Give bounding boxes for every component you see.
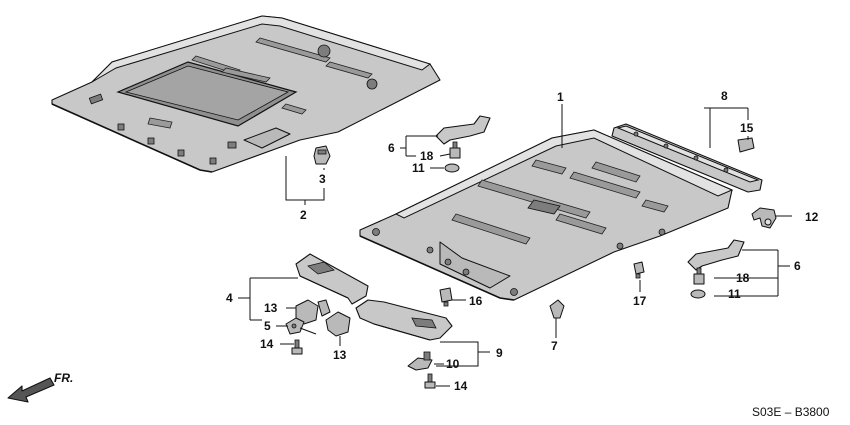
callout-10: 10 bbox=[446, 357, 460, 371]
callout-14-left: 14 bbox=[260, 337, 274, 351]
front-label: FR. bbox=[54, 371, 73, 385]
clip-17 bbox=[633, 261, 645, 279]
callout-6-upper: 6 bbox=[388, 141, 395, 155]
callout-13-left: 13 bbox=[264, 301, 278, 315]
diagram-code: S03E – B3800 bbox=[752, 405, 830, 419]
rear-trim-strip bbox=[611, 123, 763, 193]
callout-11-lower: 11 bbox=[728, 287, 741, 301]
callout-18-lower: 18 bbox=[736, 271, 750, 285]
bracket-5 bbox=[285, 317, 317, 335]
callout-11-upper: 11 bbox=[412, 161, 425, 175]
callout-12: 12 bbox=[805, 210, 819, 224]
bracket-10 bbox=[407, 351, 433, 371]
callout-13-mid: 13 bbox=[333, 348, 347, 362]
headliner-sunroof bbox=[51, 15, 441, 173]
callout-16: 16 bbox=[469, 294, 483, 308]
bolt-18-lower bbox=[693, 267, 705, 285]
callouts: 1 2 3 4 5 6 6 7 8 9 10 11 11 12 13 13 14… bbox=[226, 89, 819, 393]
clip-16 bbox=[439, 287, 453, 307]
callout-14-right: 14 bbox=[454, 379, 468, 393]
clip-7 bbox=[549, 299, 565, 319]
callout-6-lower: 6 bbox=[794, 259, 801, 273]
front-direction-arrow bbox=[7, 377, 55, 403]
screw-14-left bbox=[291, 339, 303, 355]
sun-visor-right bbox=[355, 299, 453, 341]
callout-5: 5 bbox=[264, 319, 271, 333]
callout-2: 2 bbox=[300, 208, 307, 222]
grab-handle-lower bbox=[687, 239, 745, 271]
leader-lines bbox=[238, 104, 792, 387]
holder-13-left bbox=[295, 299, 331, 325]
callout-1: 1 bbox=[557, 90, 564, 104]
clip-3 bbox=[313, 145, 331, 165]
callout-18-upper: 18 bbox=[420, 149, 434, 163]
sun-visor-left bbox=[295, 253, 369, 305]
callout-4: 4 bbox=[226, 291, 233, 305]
callout-7: 7 bbox=[551, 339, 558, 353]
holder-13-mid bbox=[325, 311, 351, 337]
bolt-18-upper bbox=[449, 141, 461, 159]
callout-15: 15 bbox=[740, 121, 754, 135]
cap-11-upper bbox=[444, 163, 460, 173]
screw-14-right bbox=[424, 373, 436, 389]
coat-hook-12 bbox=[751, 207, 777, 229]
grab-handle-upper bbox=[435, 115, 491, 145]
callout-8: 8 bbox=[721, 89, 728, 103]
clip-15 bbox=[737, 137, 755, 153]
callout-17: 17 bbox=[633, 294, 647, 308]
callout-9: 9 bbox=[496, 346, 503, 360]
headliner-main bbox=[359, 129, 734, 301]
callout-3: 3 bbox=[319, 172, 326, 186]
cap-11-lower bbox=[690, 289, 706, 299]
